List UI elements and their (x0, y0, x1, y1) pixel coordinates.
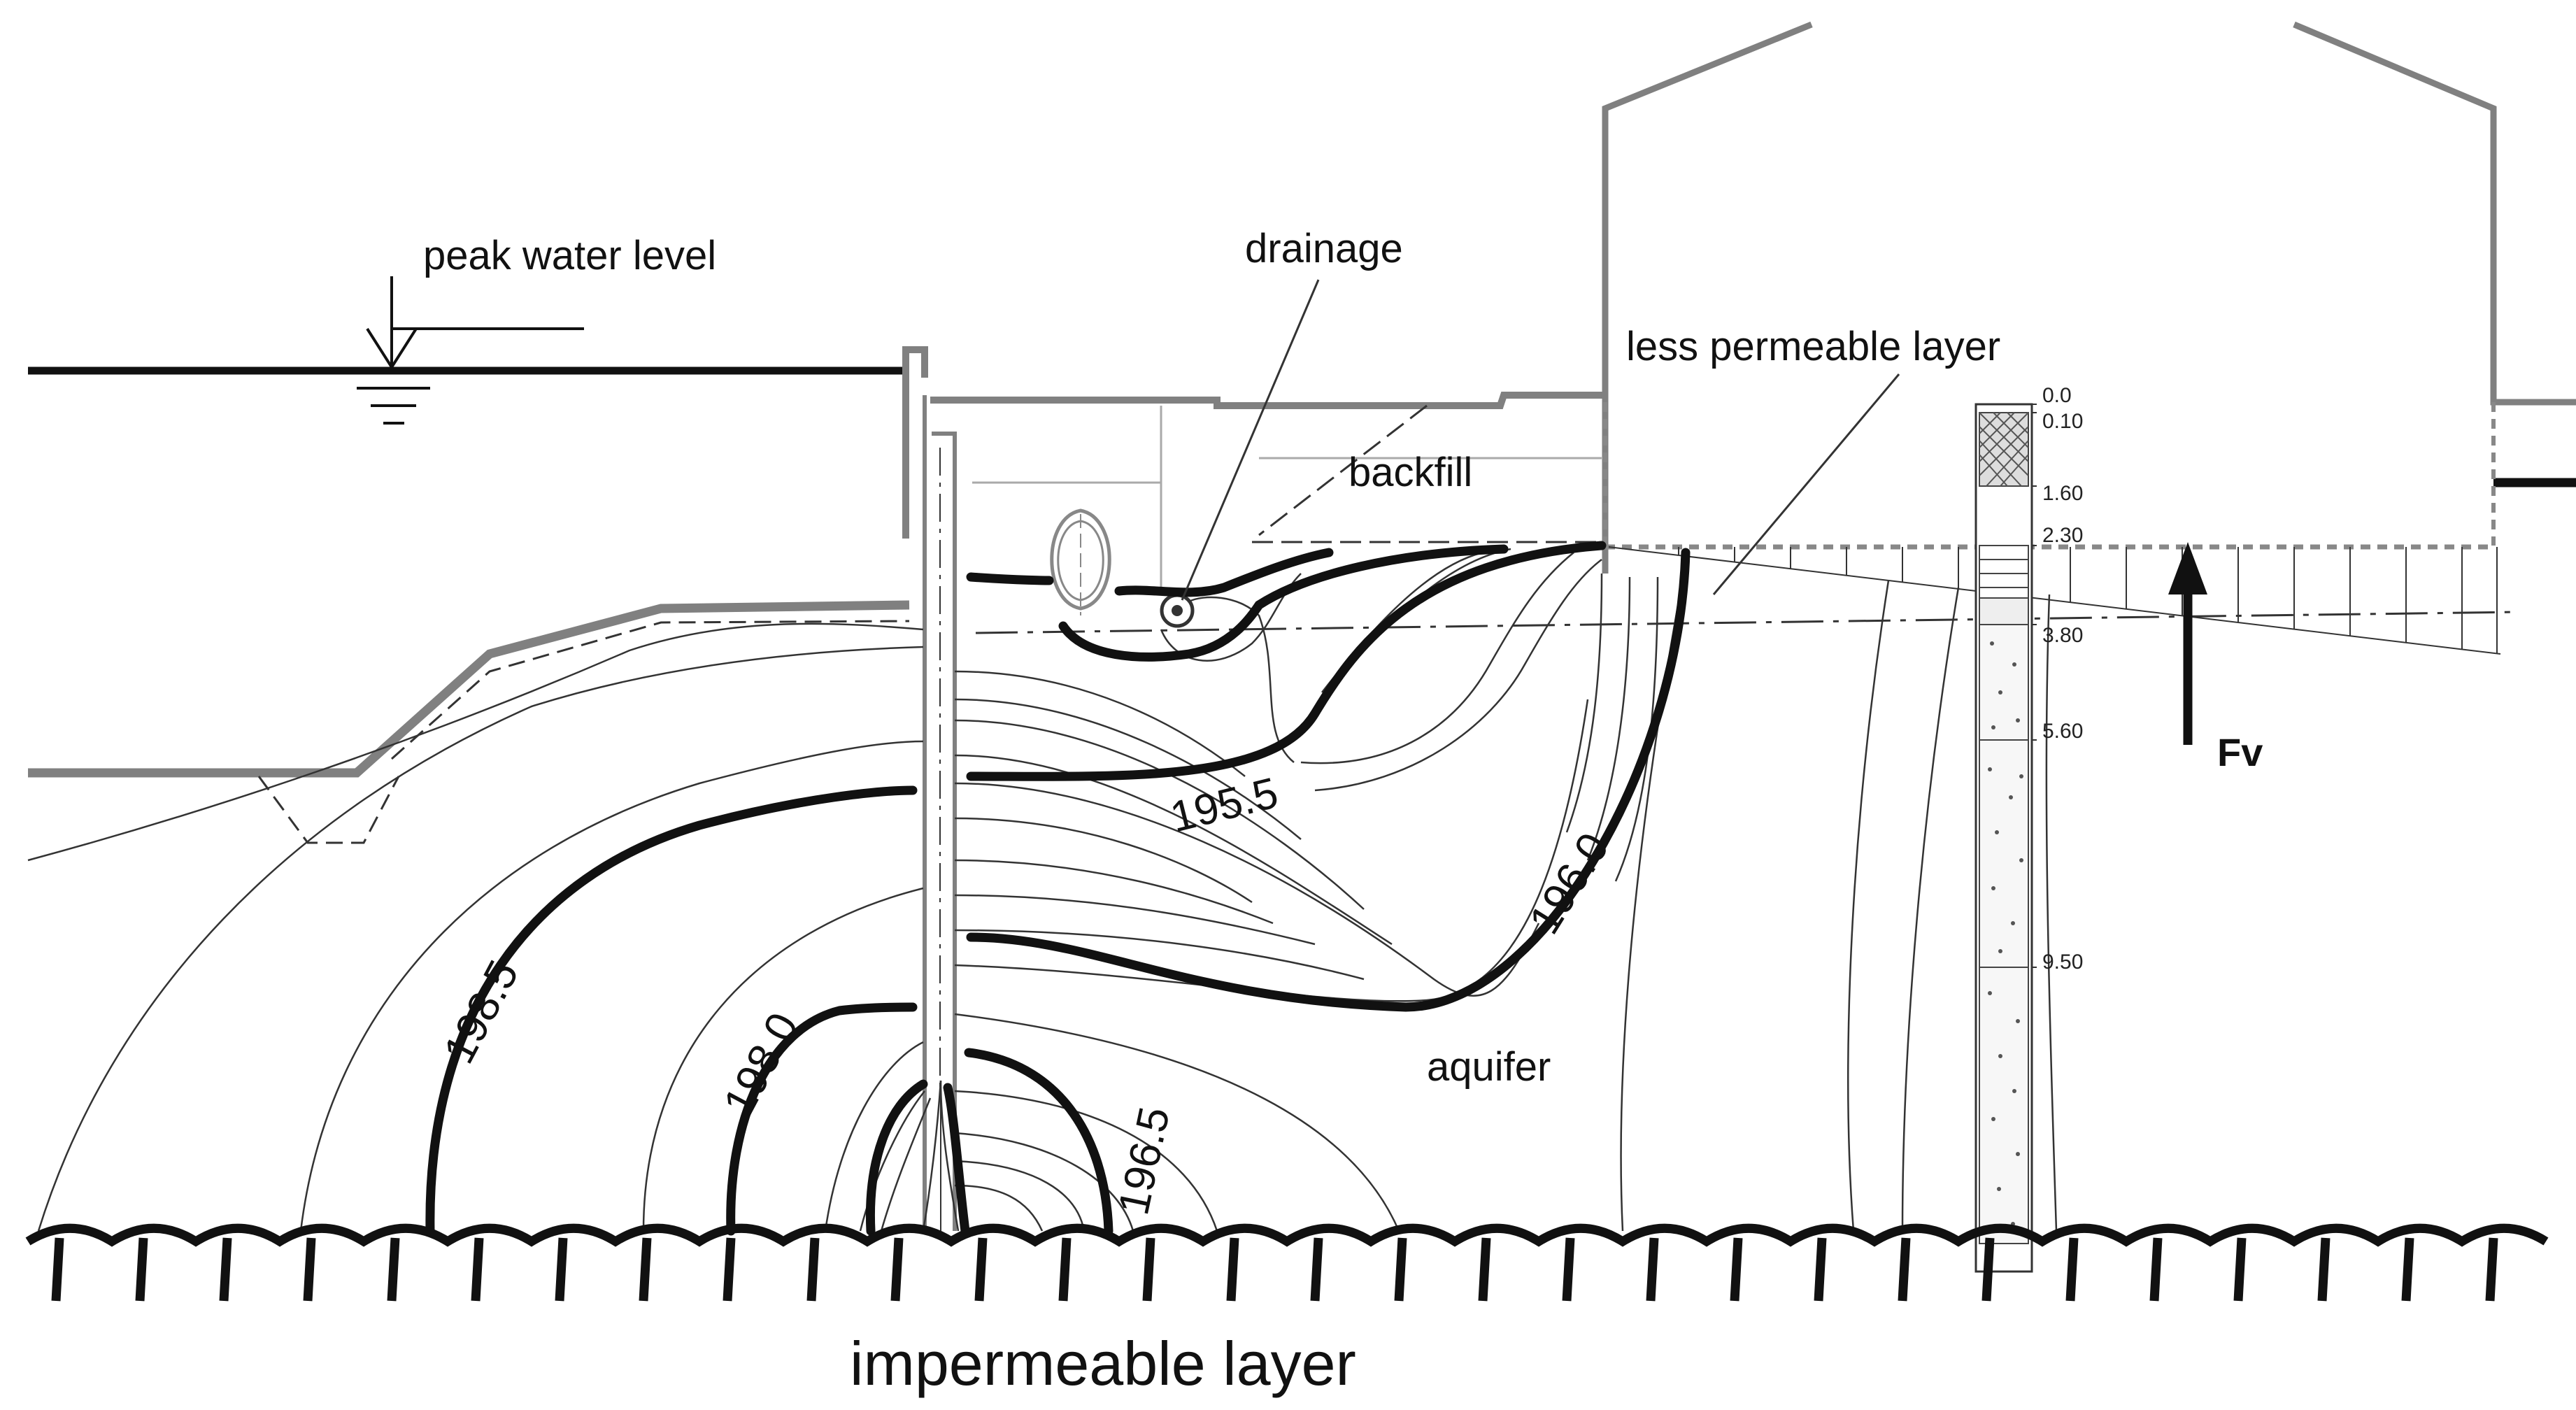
drainage-pipe (1160, 593, 1195, 628)
contour-198-5 (425, 785, 918, 1236)
water-level-symbol (357, 276, 584, 425)
contour-left-pipe (966, 572, 1054, 585)
embankment-dashed-line (391, 620, 910, 760)
depth-label-0: 0.0 (2042, 384, 2072, 407)
borehole-log: 0.0 0.10 1.60 2.30 3.80 5.60 9.50 (1974, 384, 2083, 1273)
contour-198-0 (726, 1002, 918, 1236)
ground-surface (930, 392, 1605, 409)
uplift-force-arrow (2168, 542, 2207, 745)
building (1602, 21, 2576, 574)
contour-198-0-inner (865, 1079, 928, 1236)
contour-label-198-5: 198.5 (434, 953, 528, 1071)
depth-label-4: 3.80 (2042, 624, 2083, 647)
contour-label-196-0: 196.0 (1520, 825, 1618, 942)
impermeable-layer (25, 1223, 2549, 1302)
equipotential-lines-thin (27, 548, 2058, 1232)
peak-water-level-label: peak water level (423, 233, 716, 278)
contour-196-5 (964, 1048, 1113, 1236)
force-label: Fv (2217, 730, 2263, 774)
less-permeable-leader (1712, 373, 1900, 595)
backfill-zone (972, 404, 1602, 594)
embankment-line (28, 600, 910, 778)
depth-label-3: 2.30 (2042, 524, 2083, 547)
depth-label-5: 5.60 (2042, 720, 2083, 743)
contour-label-198-0: 198.0 (714, 1005, 808, 1123)
contour-196-0 (966, 548, 1691, 1012)
aquifer-label: aquifer (1427, 1044, 1551, 1090)
drainage-label: drainage (1245, 226, 1403, 271)
collector-pipe (1050, 508, 1111, 615)
river-side (28, 276, 910, 844)
impermeable-layer-label: impermeable layer (850, 1329, 1356, 1398)
drainage-leader (1181, 279, 1320, 601)
toe-trench-outline (257, 776, 400, 844)
depth-label-1: 0.10 (2042, 410, 2083, 433)
contour-197-inner (943, 1083, 970, 1236)
contour-drainage-loop (1058, 544, 1509, 662)
contour-top-flow (1114, 548, 1334, 597)
depth-label-2: 1.60 (2042, 482, 2083, 505)
backfill-label: backfill (1349, 450, 1472, 495)
equipotential-contours-bold (425, 541, 1691, 1236)
less-permeable-layer-label: less permeable layer (1626, 324, 2000, 369)
contour-label-196-5: 196.5 (1109, 1103, 1179, 1219)
contour-195-5 (966, 541, 1607, 781)
phreatic-line (975, 611, 2519, 634)
depth-label-6: 9.50 (2042, 950, 2083, 974)
